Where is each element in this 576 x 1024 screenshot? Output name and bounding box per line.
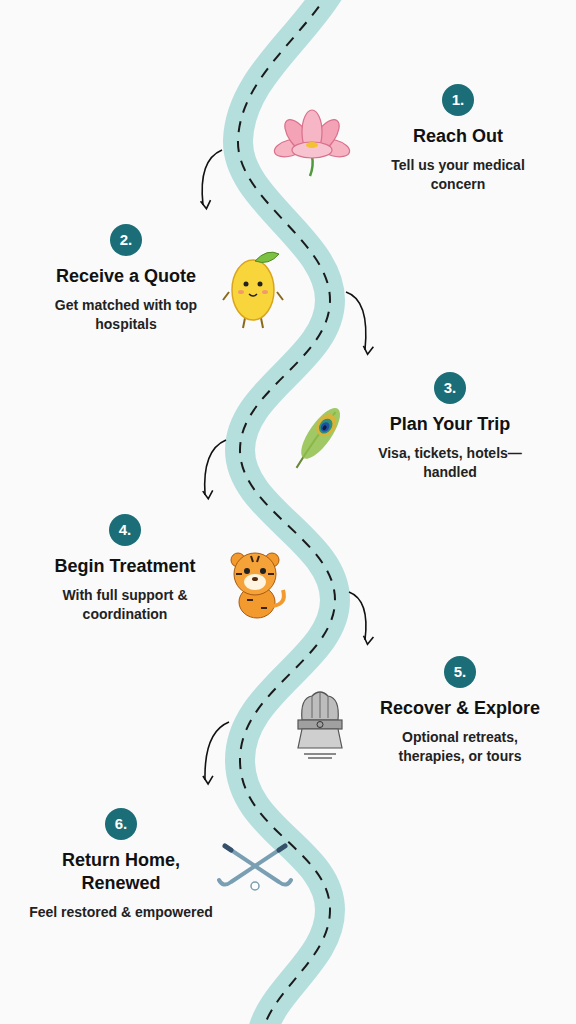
mango-body bbox=[232, 260, 274, 320]
hockey-stick bbox=[219, 846, 285, 885]
step-description: Optional retreats, therapies, or tours bbox=[370, 728, 550, 766]
step-heading: Plan Your Trip bbox=[360, 413, 540, 436]
step-description: Get matched with top hospitals bbox=[41, 296, 211, 334]
step-number: 1. bbox=[442, 84, 474, 116]
mango-cheek bbox=[262, 290, 268, 294]
step-number: 3. bbox=[434, 372, 466, 404]
mango-cheek bbox=[238, 290, 244, 294]
step-description: Visa, tickets, hotels— handled bbox=[370, 444, 530, 482]
hockey-sticks-icon bbox=[219, 846, 291, 890]
tiger-muzzle bbox=[244, 574, 266, 590]
mango-eye bbox=[258, 282, 263, 287]
emblem-lions bbox=[302, 692, 339, 720]
hockey-ball bbox=[251, 882, 259, 890]
step-description: Tell us your medical concern bbox=[373, 156, 543, 194]
lotus-stem bbox=[310, 156, 313, 176]
lotus-centre bbox=[306, 142, 318, 148]
road bbox=[238, 0, 335, 1024]
lotus-petal bbox=[292, 142, 332, 158]
step-node: 1. Reach OutTell us your medical concern bbox=[363, 84, 553, 194]
step-description: Feel restored & empowered bbox=[21, 903, 221, 922]
feather-eye-blue bbox=[319, 421, 331, 434]
mango-arms bbox=[223, 292, 283, 300]
curved-arrow bbox=[349, 592, 366, 640]
mango-eye bbox=[244, 282, 249, 287]
emblem-lion-lines bbox=[312, 692, 328, 718]
step-number: 5. bbox=[444, 656, 476, 688]
step-heading: Begin Treatment bbox=[35, 555, 215, 578]
lotus-icon bbox=[272, 110, 351, 176]
emblem-abacus bbox=[298, 720, 342, 729]
tiger-nose bbox=[252, 577, 258, 581]
peacock-feather-icon bbox=[287, 403, 346, 475]
emblem-base bbox=[298, 729, 342, 748]
feather-eye-core bbox=[322, 425, 328, 431]
step-node: 2. Receive a QuoteGet matched with top ho… bbox=[31, 224, 221, 334]
curved-arrow bbox=[346, 292, 366, 350]
stick-grip bbox=[225, 846, 285, 850]
step-heading: Return Home, Renewed bbox=[46, 849, 196, 895]
tiger-icon bbox=[231, 553, 284, 618]
emblem-script bbox=[304, 754, 336, 758]
tiger-eye bbox=[260, 568, 266, 574]
step-node: 4. Begin TreatmentWith full support & coo… bbox=[30, 514, 220, 624]
mango-icon bbox=[223, 252, 283, 328]
step-description: With full support & coordination bbox=[40, 586, 210, 624]
tiger-stripes bbox=[236, 556, 274, 608]
step-node: 5. Recover & ExploreOptional retreats, th… bbox=[365, 656, 555, 766]
feather-eye-green bbox=[316, 416, 335, 436]
curved-arrow bbox=[205, 440, 226, 495]
tiger-eye bbox=[244, 568, 250, 574]
step-heading: Recover & Explore bbox=[370, 697, 550, 720]
step-number: 6. bbox=[105, 808, 137, 840]
emblem-wheel bbox=[317, 722, 323, 728]
curved-arrow bbox=[205, 722, 229, 780]
step-heading: Reach Out bbox=[368, 125, 548, 148]
step-heading: Receive a Quote bbox=[36, 265, 216, 288]
step-number: 4. bbox=[109, 514, 141, 546]
tiger-tail bbox=[273, 590, 284, 606]
step-node: 6. Return Home, RenewedFeel restored & em… bbox=[21, 808, 221, 922]
road-centre-line bbox=[238, 0, 335, 1024]
step-number: 2. bbox=[110, 224, 142, 256]
feather-barbs bbox=[294, 403, 346, 465]
emblem-icon bbox=[298, 692, 342, 758]
step-node: 3. Plan Your TripVisa, tickets, hotels— h… bbox=[355, 372, 545, 482]
feather-eye-gold bbox=[312, 410, 341, 440]
curved-arrow bbox=[202, 150, 222, 205]
mango-leaf bbox=[255, 252, 279, 262]
mango-smile bbox=[249, 294, 257, 296]
